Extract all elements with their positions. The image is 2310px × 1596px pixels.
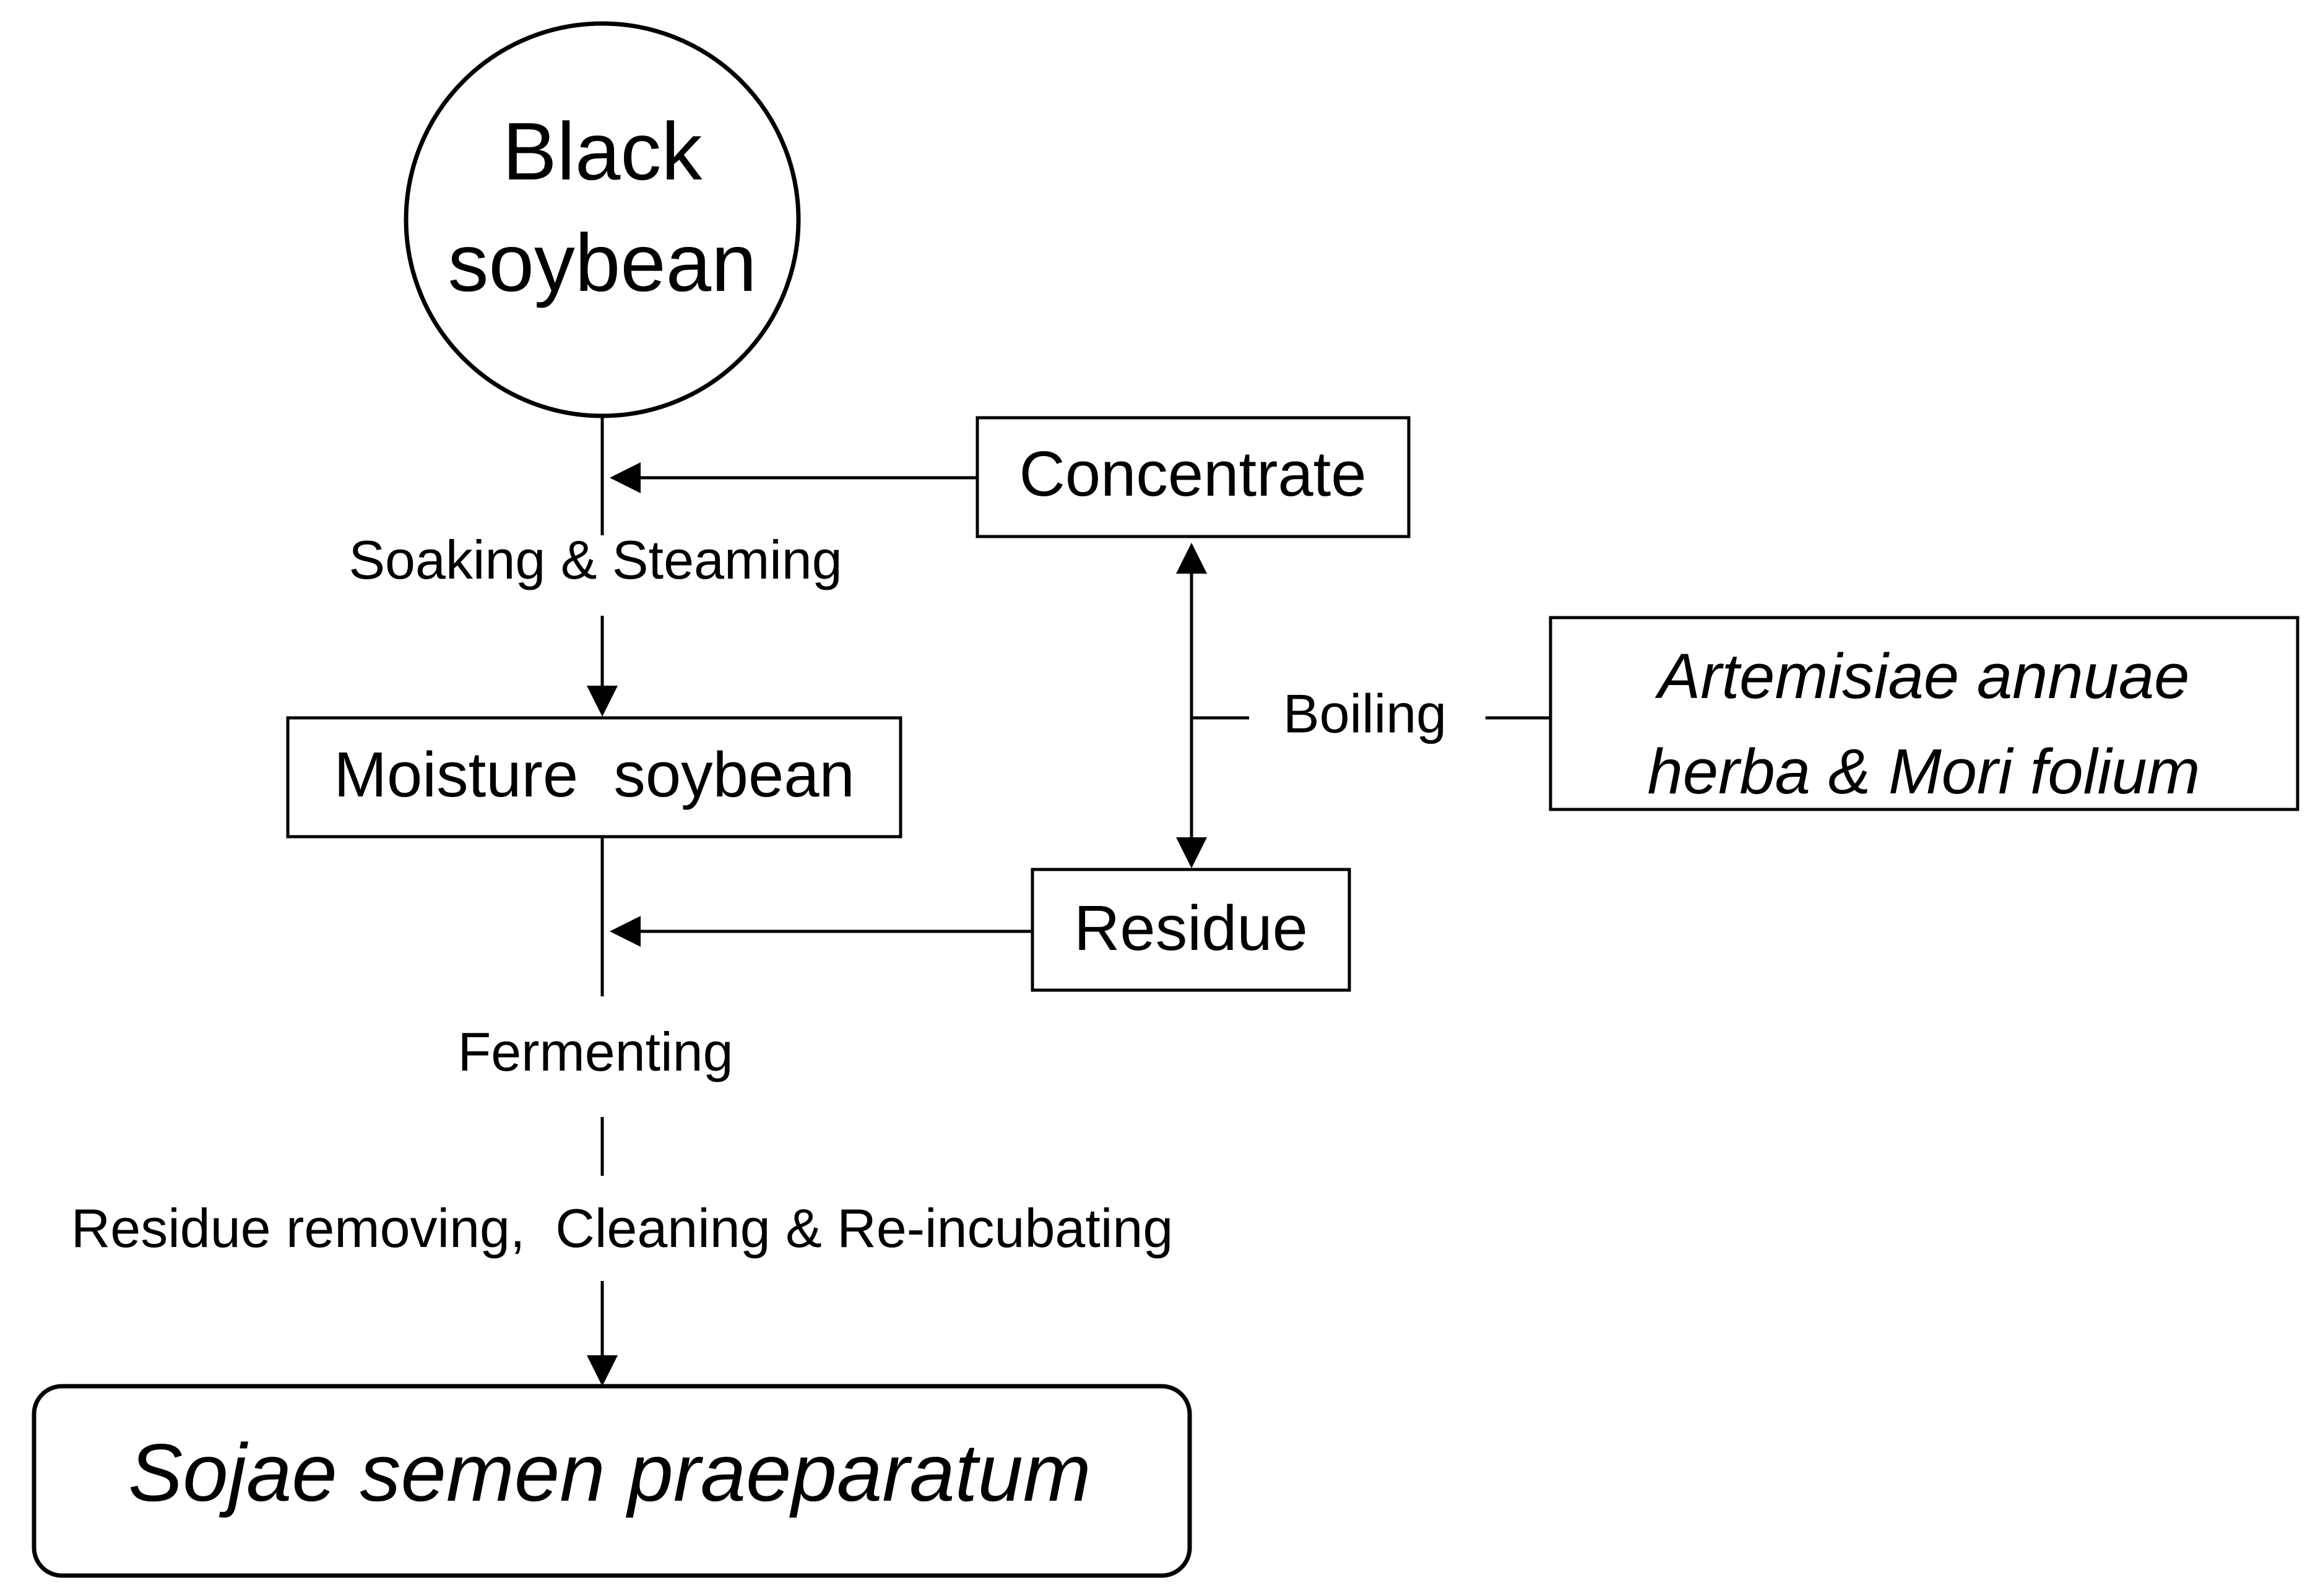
- moisture-soybean-label: Moisture soybean: [334, 739, 855, 810]
- black-soybean-circle: [404, 21, 801, 418]
- label-residue-removing: Residue removing, Cleaning & Re-incubati…: [71, 1197, 1174, 1259]
- node-herbs: Artemisiae annuae herba & Mori folium: [1549, 616, 2299, 811]
- node-moisture-soybean: Moisture soybean: [286, 716, 902, 839]
- node-product: Sojae semen praeparatum: [32, 1384, 1192, 1578]
- concentrate-label: Concentrate: [1019, 438, 1366, 509]
- label-fermenting: Fermenting: [457, 1021, 733, 1082]
- label-soaking-steaming: Soaking & Steaming: [348, 529, 842, 590]
- product-label: Sojae semen praeparatum: [128, 1427, 1091, 1518]
- label-boiling: Boiling: [1283, 683, 1447, 744]
- herbs-box: [1549, 616, 2299, 811]
- residue-box: [1031, 868, 1351, 992]
- black-soybean-line1: Black: [503, 106, 703, 197]
- product-box: [32, 1384, 1192, 1578]
- black-soybean-line2: soybean: [448, 217, 756, 308]
- residue-label: Residue: [1074, 892, 1308, 964]
- herbs-label-line1: Artemisiae annuae: [1655, 641, 2190, 712]
- herbs-label-line2: herba & Mori folium: [1647, 736, 2200, 807]
- node-black-soybean: Black soybean: [404, 21, 801, 418]
- node-residue: Residue: [1031, 868, 1351, 992]
- connectors: [587, 416, 1551, 1386]
- moisture-soybean-box: [286, 716, 902, 839]
- node-concentrate: Concentrate: [975, 416, 1411, 538]
- concentrate-box: [975, 416, 1411, 538]
